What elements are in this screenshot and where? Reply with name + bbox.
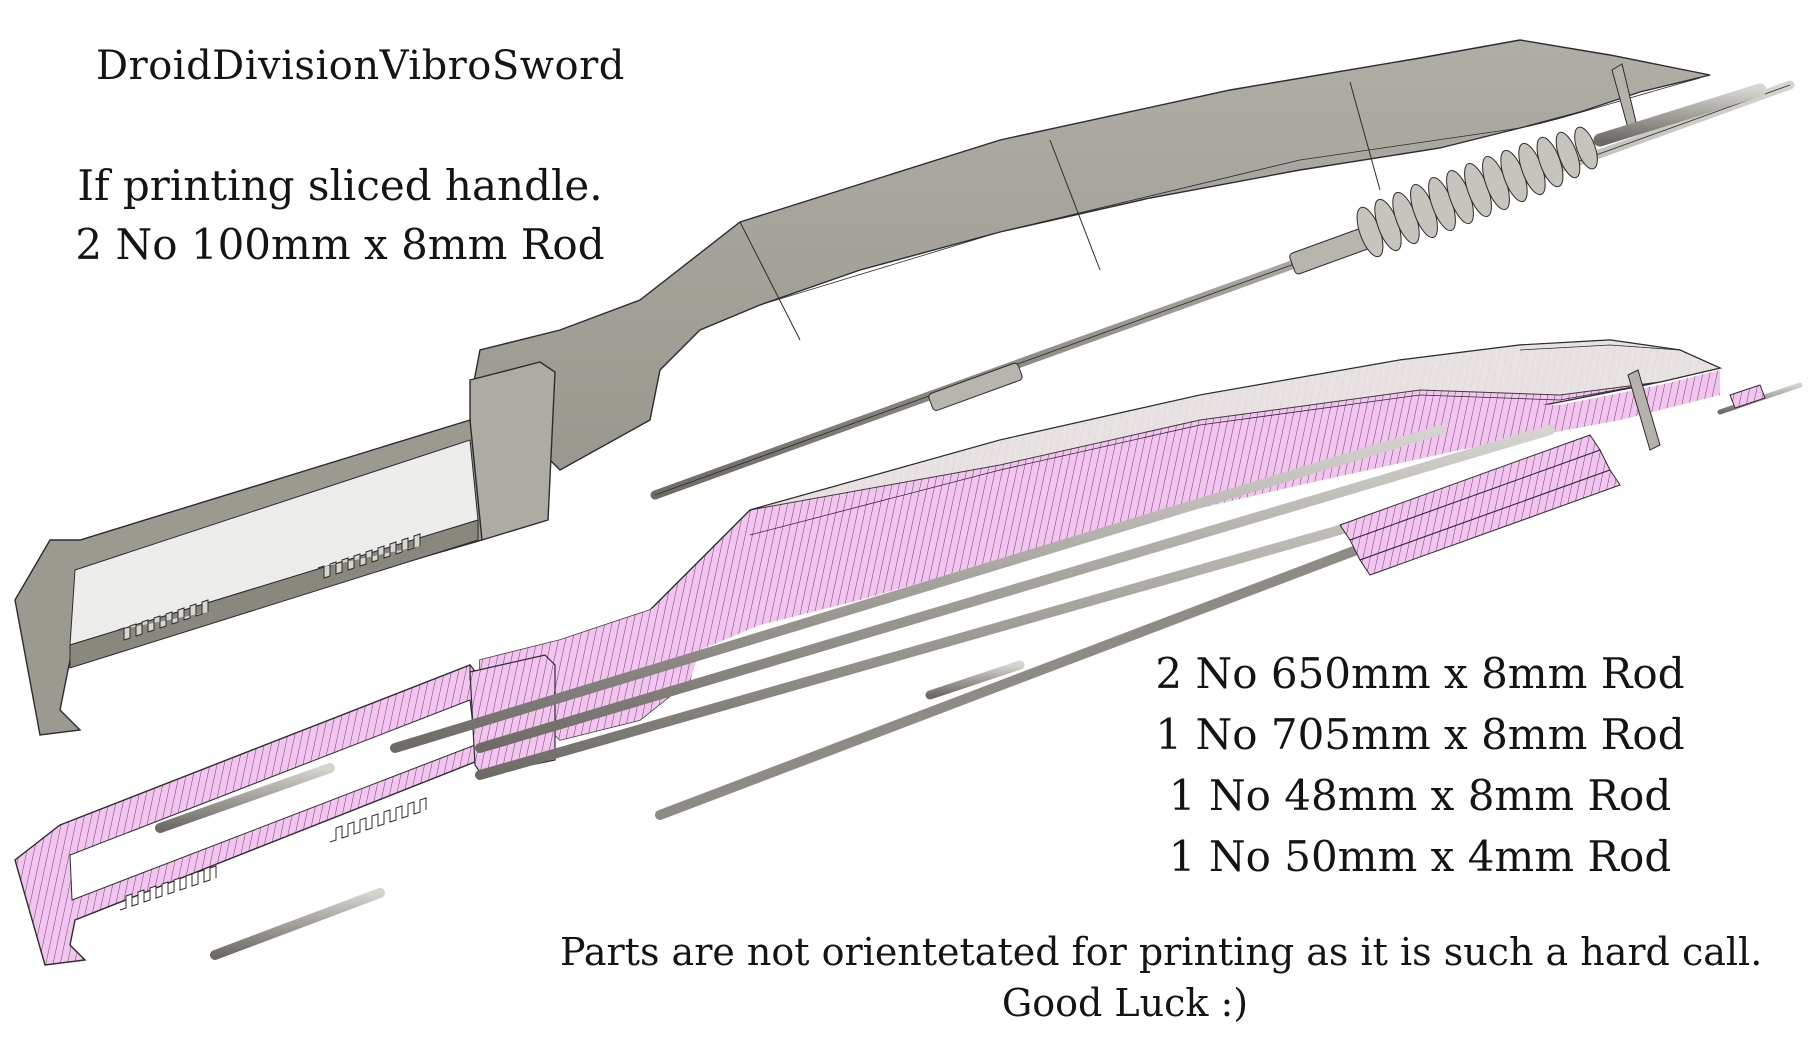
rod-assembly-top [650,80,1795,500]
sliced-handle-note-line2: 2 No 100mm x 8mm Rod [75,220,605,269]
rod-list-item: 1 No 50mm x 4mm Rod [1168,832,1672,881]
rod-list: 2 No 650mm x 8mm Rod 1 No 705mm x 8mm Ro… [1140,653,1700,897]
footer-note-line2: Good Luck :) [1001,981,1249,1025]
assembled-sword-model [14,39,1795,736]
rod-list-item: 1 No 705mm x 8mm Rod [1155,710,1685,759]
sliced-handle-note-line1: If printing sliced handle. [77,161,603,210]
footer-note: Parts are not orientetated for printing … [560,930,1763,1035]
rod-list-item: 2 No 650mm x 8mm Rod [1155,649,1685,698]
guard-block [469,361,556,541]
page-title: DroidDivisionVibroSword [96,43,625,89]
footer-note-line1: Parts are not orientetated for printing … [560,930,1763,974]
rod-list-item: 1 No 48mm x 8mm Rod [1168,771,1672,820]
sliced-handle-note: If printing sliced handle. 2 No 100mm x … [60,165,620,283]
section-view-model [14,339,1803,966]
